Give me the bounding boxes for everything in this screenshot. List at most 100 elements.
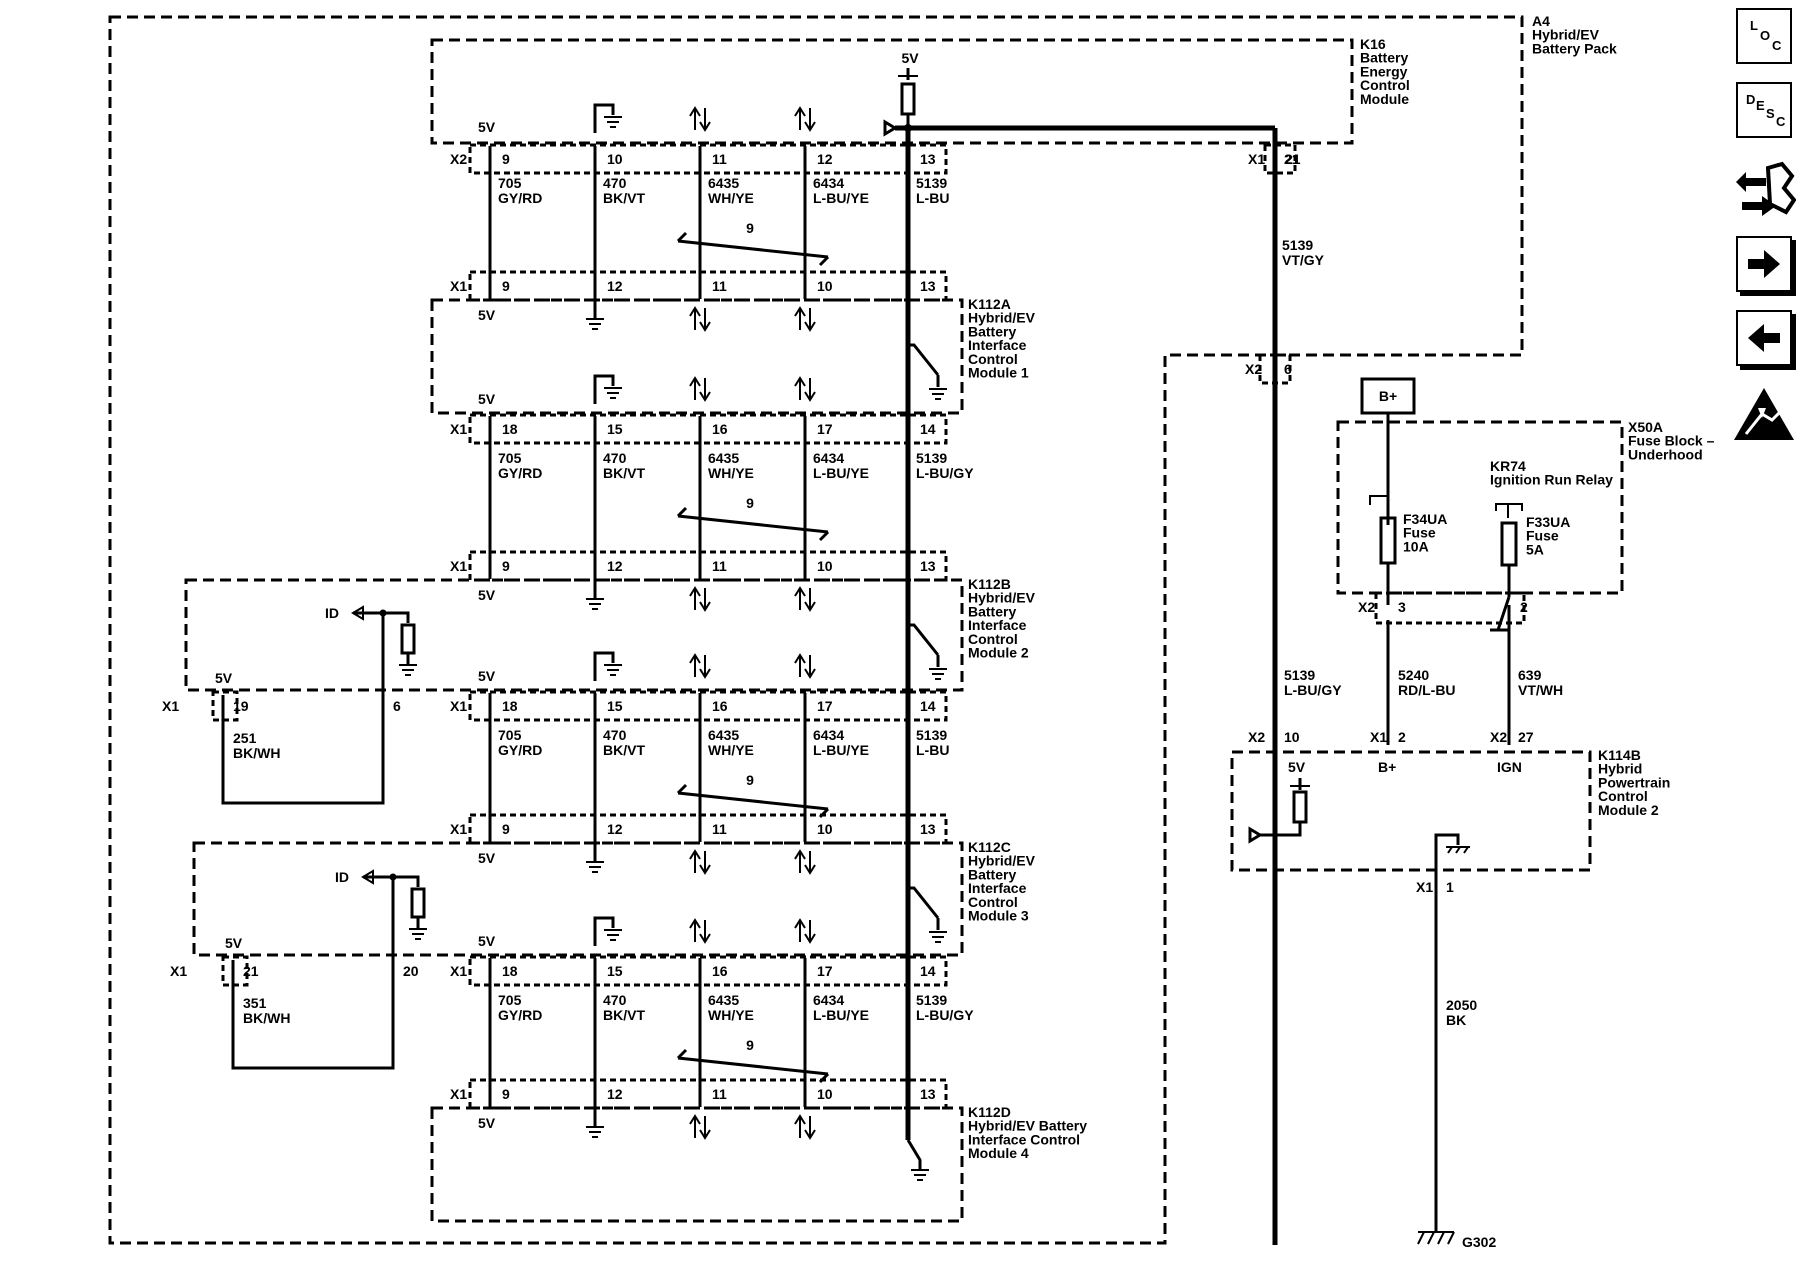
k16-data-12-down	[804, 108, 816, 132]
k112b-id-ground-symbol	[399, 664, 417, 676]
wire-color-label: BK/VT	[603, 1007, 645, 1023]
k112c-id-connector-a	[221, 955, 249, 987]
wire-color-label: VT/GY	[1282, 252, 1325, 268]
pin-number: 13	[920, 821, 936, 837]
x1-connector-bottom	[468, 270, 948, 302]
pin-number: 15	[607, 421, 623, 437]
fuse-f34ua-test-hook	[1369, 495, 1388, 505]
twisted-pair-tick	[676, 231, 688, 243]
k112a-ground-in-symbol	[586, 318, 604, 330]
x50a-line: Underhood	[1628, 446, 1703, 462]
connector-label: X2	[1490, 729, 1507, 745]
k112c-data-17-down	[804, 920, 816, 944]
k112c-id-loop	[231, 875, 395, 1070]
location-button[interactable]: L O C	[1736, 8, 1792, 64]
wire-circuit-label: 5139	[1282, 237, 1313, 253]
k114b-line: Control	[1598, 788, 1648, 804]
k112b-line: Module 2	[968, 645, 1029, 661]
pin-number: 14	[920, 698, 936, 714]
k112c-id-5v: 5V	[225, 935, 243, 951]
x1-connector-bottom	[468, 550, 948, 582]
pin-number: 9	[502, 151, 510, 167]
x50a-id: X50A	[1628, 419, 1663, 435]
wire-circuit-label: 470	[603, 450, 627, 466]
k112d-ground-in-symbol	[586, 1126, 604, 1138]
connector-label: X2	[1248, 729, 1265, 745]
k112c-ground-out-symbol	[604, 929, 622, 941]
k112b-data-10-up	[794, 586, 806, 610]
wire-circuit-label: 5139	[1284, 667, 1315, 683]
desc-letter-c: C	[1776, 114, 1786, 129]
connector-label: X2	[450, 151, 467, 167]
k114b-chassis-ground	[1446, 846, 1470, 854]
pin-number: 3	[1398, 599, 1406, 615]
wire-color-label: L-BU/GY	[916, 465, 974, 481]
k112a-ground-out-wire	[593, 374, 615, 404]
a4-id: A4	[1532, 13, 1550, 29]
k112a-data-17-up	[794, 376, 806, 400]
k112a-data-11-down	[699, 308, 711, 332]
k112c-wake-switch	[908, 886, 940, 930]
wire-circuit-label: 705	[498, 992, 522, 1008]
k114b-line: Powertrain	[1598, 774, 1670, 790]
a4-line: Battery Pack	[1532, 40, 1617, 56]
pin-number: 21	[243, 963, 259, 979]
wire-circuit-label: 5240	[1398, 667, 1429, 683]
g302-label: G302	[1462, 1234, 1496, 1250]
k112c-data-16-down	[699, 920, 711, 944]
k112a-id: K112A	[968, 296, 1011, 312]
connector-icon	[1736, 161, 1797, 216]
k16-line: Control	[1360, 77, 1410, 93]
k112b-id-5v: 5V	[215, 670, 233, 686]
wire-color-label: WH/YE	[708, 465, 754, 481]
wire-color-label: GY/RD	[498, 1007, 542, 1023]
twisted-pair-tick	[818, 530, 830, 542]
previous-page-button[interactable]	[1736, 310, 1792, 366]
fuse-f33ua	[1500, 521, 1518, 567]
f33ua-id: F33UA	[1526, 514, 1570, 530]
wire-circuit-label: 251	[233, 730, 257, 746]
k112c-id: K112C	[968, 839, 1011, 855]
k112b-wake-ground	[929, 668, 947, 680]
connector-label: X1	[170, 963, 187, 979]
k112b-id-junction	[379, 609, 387, 617]
wire-circuit-label: 5139	[916, 727, 947, 743]
k112b-id-label: ID	[325, 605, 339, 621]
k114b-bplus-label: B+	[1378, 759, 1396, 775]
pin-number: 18	[502, 698, 518, 714]
x50a-fuse-block	[1336, 420, 1624, 595]
pin-number: 10	[1284, 729, 1300, 745]
twisted-pair-tick	[818, 1072, 830, 1084]
k112c-data-10-up	[794, 849, 806, 873]
a4-line: Hybrid/EV	[1532, 27, 1600, 43]
wire-color-label: L-BU	[916, 742, 949, 758]
k112d-data-11-up	[689, 1114, 701, 1138]
desc-letter-s: S	[1766, 106, 1775, 121]
k112a-ground-out-symbol	[604, 387, 622, 399]
k16-data-11-down	[699, 108, 711, 132]
k112c-data-16-up	[689, 918, 701, 942]
pin-number: 11	[712, 278, 727, 294]
connector-view-button[interactable]	[1732, 160, 1797, 220]
kr74-line: Ignition Run Relay	[1490, 472, 1613, 488]
k112c-id-ground-symbol	[409, 928, 427, 940]
wire-color-label: BK/VT	[603, 742, 645, 758]
k112b-line: Battery	[968, 603, 1016, 619]
pin-number: 10	[817, 278, 833, 294]
f34ua-line: 10A	[1403, 538, 1429, 554]
wire-color-label: L-BU/YE	[813, 742, 869, 758]
k112d-wake-switch	[906, 1139, 922, 1170]
wire-color-label: L-BU/GY	[916, 1007, 974, 1023]
module-5v-label: 5V	[478, 850, 496, 866]
description-button[interactable]: D E S C	[1736, 82, 1792, 138]
twisted-pair-tick	[676, 506, 688, 518]
k112d-id: K112D	[968, 1104, 1011, 1120]
next-page-button[interactable]	[1736, 236, 1792, 292]
pin-number: 10	[607, 151, 623, 167]
x50a-line: Fuse Block –	[1628, 433, 1715, 449]
wire-color-label: GY/RD	[498, 742, 542, 758]
pin-number: 21	[1284, 151, 1300, 167]
loc-letter-o: O	[1760, 28, 1771, 43]
k112d-line: Hybrid/EV Battery	[968, 1118, 1087, 1134]
